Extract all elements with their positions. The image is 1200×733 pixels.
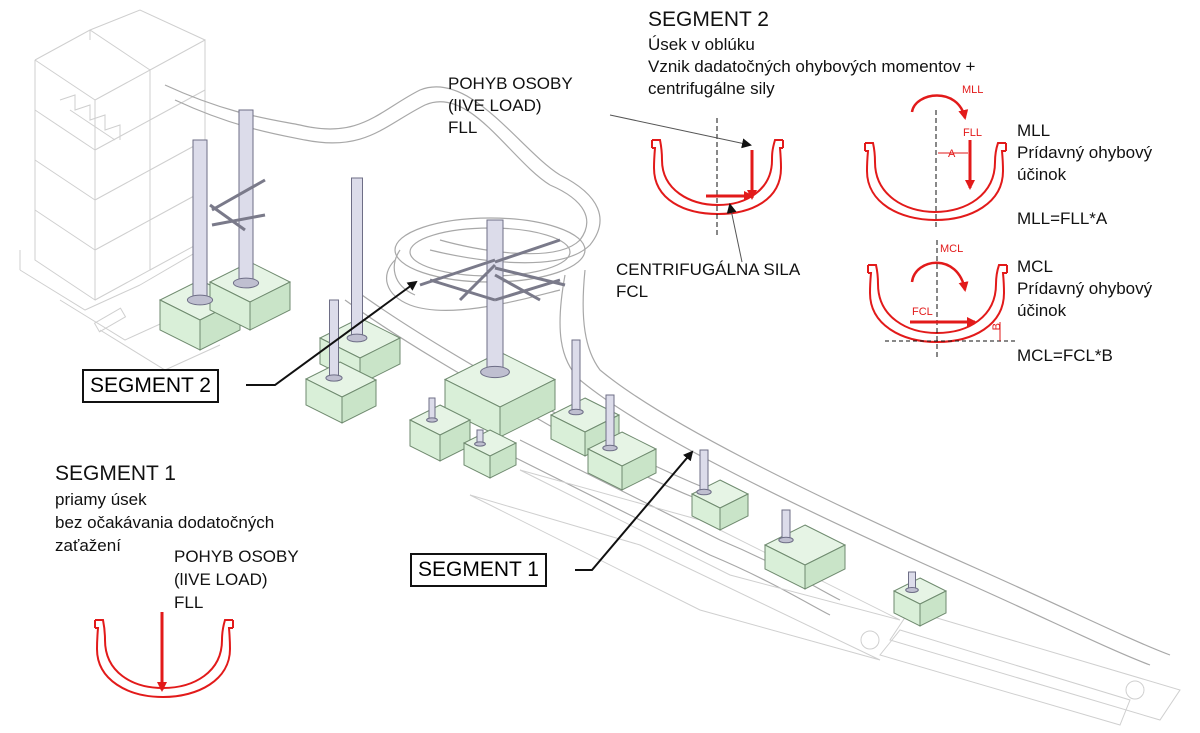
column-1 [186,139,214,306]
column-7 [602,394,618,452]
mll-title: MLL [1017,121,1051,140]
mll-small-label: MLL [962,84,984,96]
mcl-small-label: MCL [940,243,964,255]
segment2-live-load-line2: (lIVE LOAD) [448,96,542,115]
segment2-live-load-line1: POHYB OSOBY [448,74,573,93]
segment2-desc-line1: Úsek v oblúku [648,35,755,54]
column-8 [426,397,438,423]
mll-moment-arc [910,94,969,120]
segment1-live-load-line1: POHYB OSOBY [174,547,299,566]
segment2-desc-line3: centrifugálne sily [648,79,775,98]
ground-pads [93,307,1181,726]
mll-formula: MLL=FLL*A [1017,209,1108,228]
footing-6 [408,404,472,462]
mcl-channel-section [867,264,1008,344]
mll-desc-line2: Prídavný ohybový [1017,143,1153,162]
centrifugal-force-line2: FCL [616,282,649,301]
segment1-desc-line2: bez očakávania dodatočných [55,513,275,532]
column-10 [696,449,712,496]
central-struts [209,178,566,302]
live-load-leader [609,114,752,149]
segment2-callout-box: SEGMENT 2 [82,369,219,404]
mcl-b-label: B [990,323,1003,331]
column-12 [905,571,919,593]
column-6 [568,339,584,416]
footing-5 [443,351,557,438]
mcl-title: MCL [1017,257,1053,276]
segment1-live-load-line3: FLL [174,593,204,612]
column-9 [474,429,486,447]
centrifugal-leader [726,203,743,263]
segment1-desc-line3: zaťažení [55,536,121,555]
footing-7 [462,429,518,479]
column-3 [346,177,368,343]
segment2-channel-section [651,139,784,216]
mcl-moment-arc [910,261,969,292]
mll-a-label: A [948,148,956,160]
footings-group [158,261,948,627]
segment2-desc-line2: Vznik dadatočných ohybových momentov + [648,57,976,76]
footing-12 [892,577,948,627]
segment2-live-load-line3: FLL [448,118,478,137]
column-11 [778,509,794,544]
footing-9 [586,431,658,491]
centrifugal-force-line1: CENTRIFUGÁLNA SILA [616,260,801,279]
mll-desc-line3: účinok [1017,165,1067,184]
mcl-desc-line3: účinok [1017,301,1067,320]
segment1-title: SEGMENT 1 [55,462,176,485]
mcl-fcl-small-label: FCL [912,306,933,318]
mcl-desc-line2: Prídavný ohybový [1017,279,1153,298]
mll-fll-small-label: FLL [963,127,982,139]
segment2-title: SEGMENT 2 [648,8,769,31]
segment1-callout-leader [575,450,694,571]
column-2 [232,109,260,289]
segment1-callout-box: SEGMENT 1 [410,553,547,588]
mll-channel-section [864,142,1007,222]
mcl-formula: MCL=FCL*B [1017,346,1113,365]
segment1-live-load-line2: (lIVE LOAD) [174,570,268,589]
segment1-channel-section [94,619,234,699]
segment2-callout-leader [246,280,418,386]
segment1-desc-line1: priamy úsek [55,490,147,509]
